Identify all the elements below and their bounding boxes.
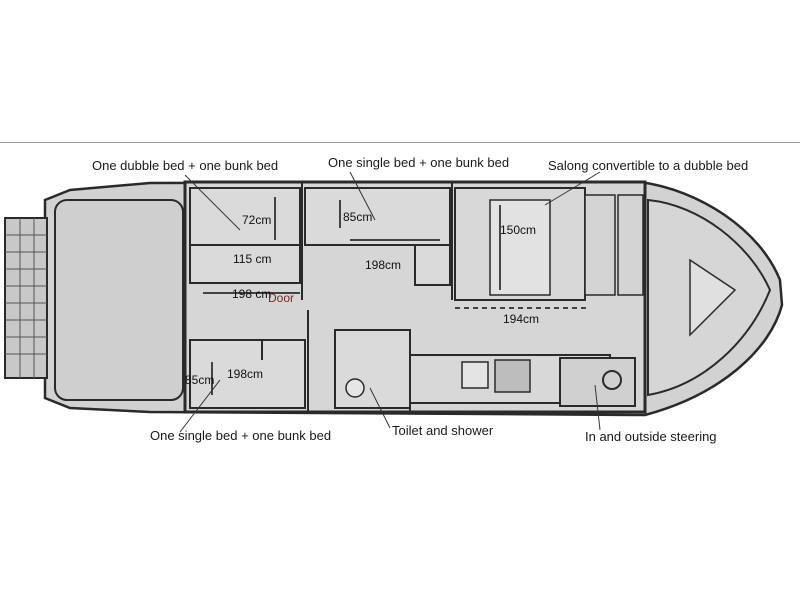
- swim-platform: [4, 217, 48, 379]
- galley-stove: [494, 359, 531, 393]
- toilet-shower: [334, 329, 411, 409]
- dim-198cm-c: 198cm: [227, 367, 264, 381]
- foredeck-hatch: [689, 258, 737, 337]
- label-mid-cabin: One single bed + one bunk bed: [328, 155, 510, 170]
- salon-table: [489, 199, 551, 296]
- dim-115cm: 115 cm: [233, 252, 272, 266]
- dimension-lines: [203, 197, 590, 395]
- salon-seat-far: [617, 194, 644, 296]
- dim-85cm-a: 85cm: [343, 210, 373, 224]
- salon-seat-right: [584, 194, 616, 296]
- aft-cabin-top: [189, 187, 301, 284]
- aft-deck: [54, 199, 184, 401]
- dim-150cm: 150cm: [500, 223, 537, 237]
- galley-sink: [461, 361, 489, 389]
- mid-cabin-locker: [414, 244, 451, 286]
- toilet-bowl: [345, 378, 365, 398]
- label-aft-cabin-bottom: One single bed + one bunk bed: [150, 428, 332, 443]
- dim-198cm-a: 198 cm: [232, 287, 272, 301]
- label-salon: Salong convertible to a dubble bed: [548, 158, 749, 173]
- door-label: Door: [268, 291, 295, 305]
- label-aft-cabin-top: One dubble bed + one bunk bed: [92, 158, 279, 173]
- mid-cabin: [304, 187, 451, 246]
- aft-cabin-bottom: [189, 339, 306, 409]
- dim-72cm: 72cm: [242, 213, 272, 227]
- interior-walls: [301, 182, 646, 412]
- swim-platform-slats: [5, 218, 47, 378]
- callout-leaders: [179, 171, 601, 433]
- label-steering: In and outside steering: [585, 429, 717, 444]
- steering-wheel: [602, 370, 622, 390]
- dim-85cm-b: 85cm: [185, 373, 215, 387]
- dim-198cm-b: 198cm: [365, 258, 402, 272]
- divider-line: [0, 142, 800, 143]
- label-toilet-shower: Toilet and shower: [392, 423, 494, 438]
- steering-console: [559, 357, 636, 407]
- dim-194cm: 194cm: [503, 312, 540, 326]
